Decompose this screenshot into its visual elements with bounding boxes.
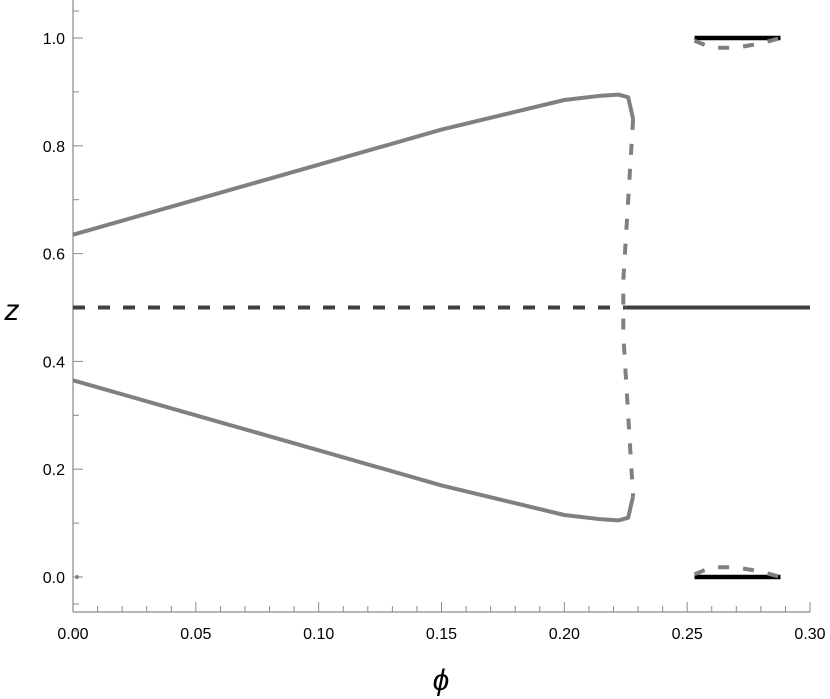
y-tick-label: 0.0: [43, 570, 65, 587]
axes: 0.00 0.05 0.10 0.15 0.20 0.25 0.30 0.0 0.2 0.4 0.6…: [43, 0, 826, 643]
y-tick-label: 0.8: [43, 139, 65, 156]
series-unstable-fold-branch: [621, 118, 636, 497]
x-tick-label: 0.25: [672, 626, 703, 643]
series-lower-stable-branch: [72, 378, 636, 523]
y-tick-label: 0.2: [43, 462, 65, 479]
x-tick-label: 0.30: [794, 626, 825, 643]
y-tick-label: 0.4: [43, 354, 65, 371]
plot-curves: [72, 35, 810, 580]
x-axis-title: ϕ: [433, 664, 450, 697]
x-tick-label: 0.05: [180, 626, 211, 643]
y-tick-label: 1.0: [43, 31, 65, 48]
x-tick-label: 0.20: [549, 626, 580, 643]
series-upper-stable-branch: [72, 92, 636, 237]
x-tick-label: 0.10: [303, 626, 334, 643]
x-tick-label: 0.15: [426, 626, 457, 643]
y-tick-label: 0.6: [43, 247, 65, 264]
x-tick-label: 0.00: [57, 626, 88, 643]
y-axis-title: z: [4, 294, 20, 327]
